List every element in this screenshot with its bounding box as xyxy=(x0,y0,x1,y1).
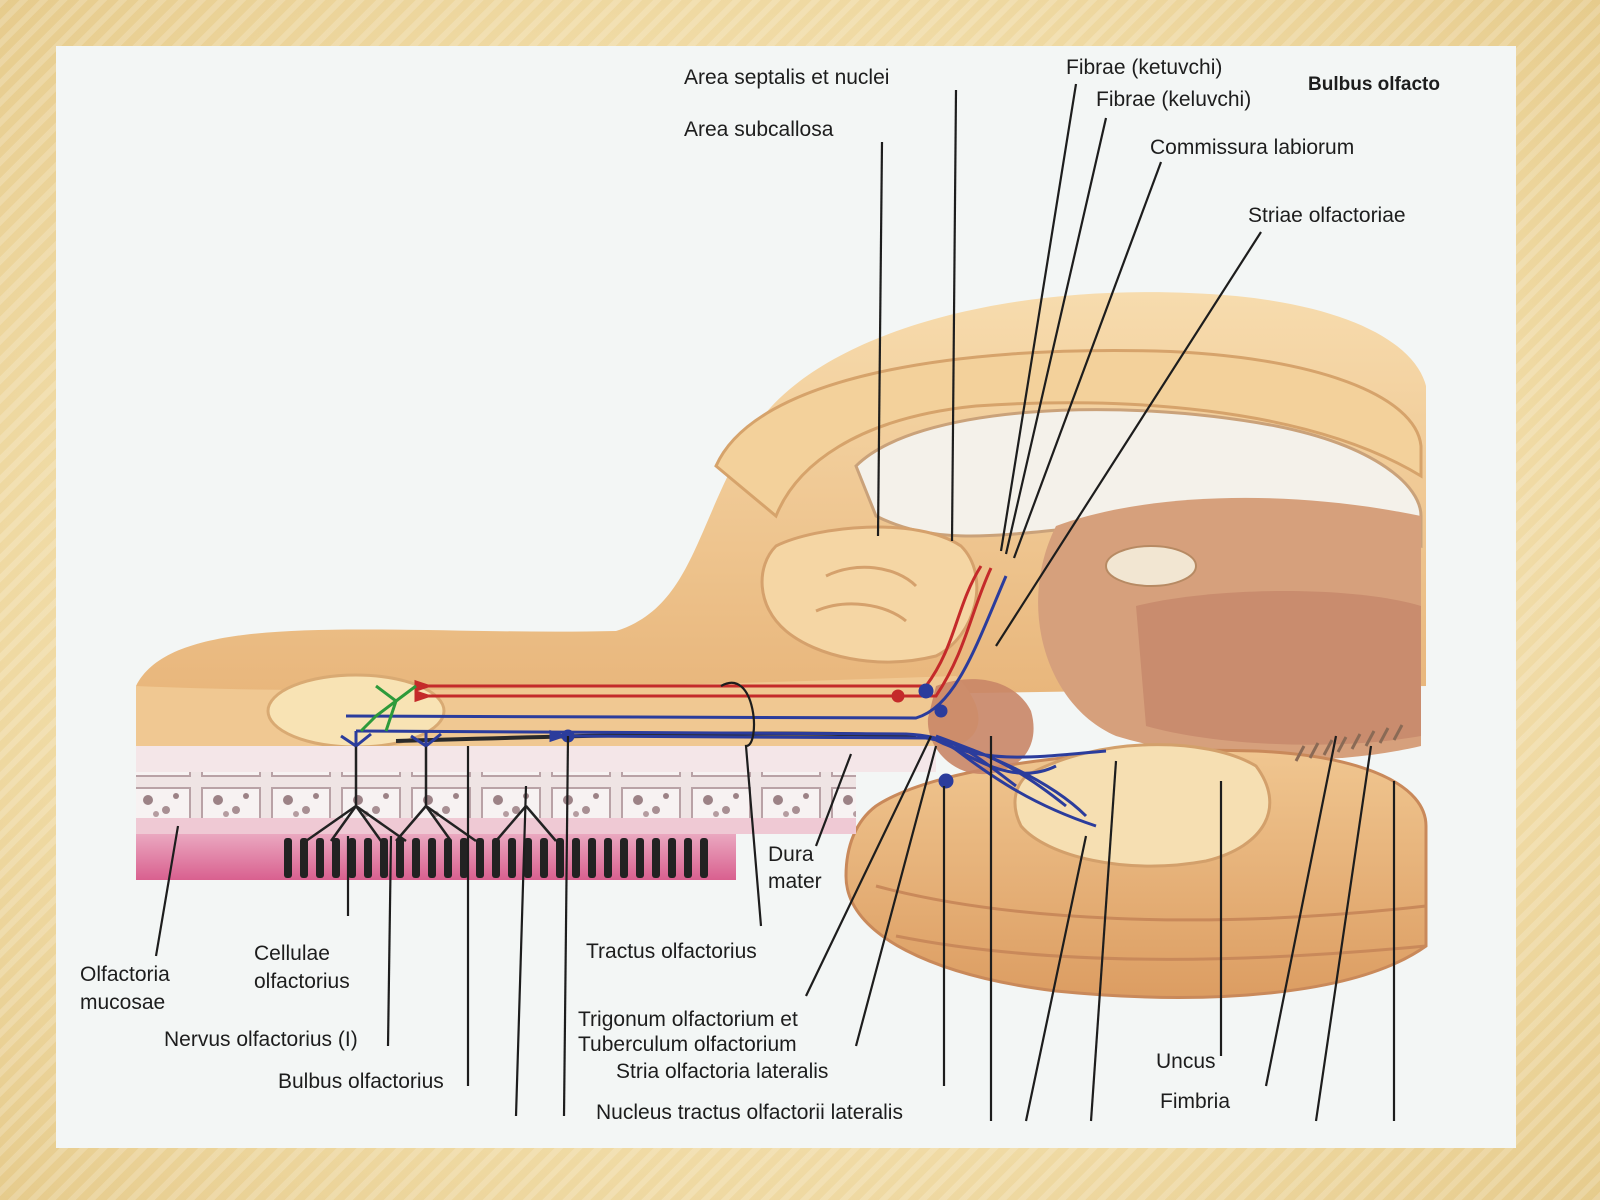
corpus-callosum xyxy=(714,349,1423,519)
deep-nuclei xyxy=(1136,591,1421,745)
labels: Area septalis et nuclei Area subcallosa … xyxy=(80,56,1440,1124)
label-bulbus-olfactorius-bottom: Bulbus olfactorius xyxy=(278,1070,444,1093)
label-bulbus-olfactorius-top: Bulbus olfacto xyxy=(1308,74,1440,95)
label-dura: Dura xyxy=(768,843,814,866)
lamina-layer xyxy=(136,818,856,834)
label-cellulae: Cellulae xyxy=(254,942,330,965)
olfactory-pathway-diagram: Area septalis et nuclei Area subcallosa … xyxy=(80,56,1440,1124)
anterior-commissure xyxy=(1105,545,1197,587)
label-striae-olfactoriae: Striae olfactoriae xyxy=(1248,204,1406,227)
label-tuberculum: Tuberculum olfactorium xyxy=(578,1033,797,1056)
label-uncus: Uncus xyxy=(1156,1050,1216,1073)
label-area-septalis: Area septalis et nuclei xyxy=(684,66,889,89)
label-fibrae-ketuvchi: Fibrae (ketuvchi) xyxy=(1066,56,1222,79)
label-area-subcallosa: Area subcallosa xyxy=(684,118,834,141)
label-fibrae-keluvchi: Fibrae (keluvchi) xyxy=(1096,88,1251,111)
label-fimbria: Fimbria xyxy=(1160,1090,1230,1113)
label-trigonum: Trigonum olfactorium et xyxy=(578,1008,798,1031)
mitral-cell-connections xyxy=(359,684,417,733)
cribriform-plate xyxy=(136,772,856,818)
label-nucleus-tractus: Nucleus tractus olfactorii lateralis xyxy=(596,1101,903,1124)
fimbria-striations xyxy=(1294,724,1404,762)
label-mucosae: mucosae xyxy=(80,991,165,1014)
afferent-fibers xyxy=(345,575,1107,828)
slide-panel: Area septalis et nuclei Area subcallosa … xyxy=(56,46,1516,1148)
leader-lines xyxy=(154,83,1396,1122)
label-tractus-olfactorius: Tractus olfactorius xyxy=(586,940,757,963)
dura-layer xyxy=(136,746,936,772)
label-mater: mater xyxy=(768,870,822,893)
label-olfactorius: olfactorius xyxy=(254,970,350,993)
uncus xyxy=(1013,743,1272,868)
trigonum-area xyxy=(927,679,1034,775)
label-nervus-olfactorius: Nervus olfactorius (I) xyxy=(164,1028,358,1051)
label-commissura-labiorum: Commissura labiorum xyxy=(1150,136,1354,159)
receptor-cells xyxy=(284,838,708,878)
label-stria-lateralis: Stria olfactoria lateralis xyxy=(616,1060,828,1083)
glomeruli xyxy=(340,731,442,748)
label-olfactoria: Olfactoria xyxy=(80,963,170,986)
olfactory-nerve-fibers xyxy=(305,746,557,843)
nasal-region xyxy=(136,746,936,880)
